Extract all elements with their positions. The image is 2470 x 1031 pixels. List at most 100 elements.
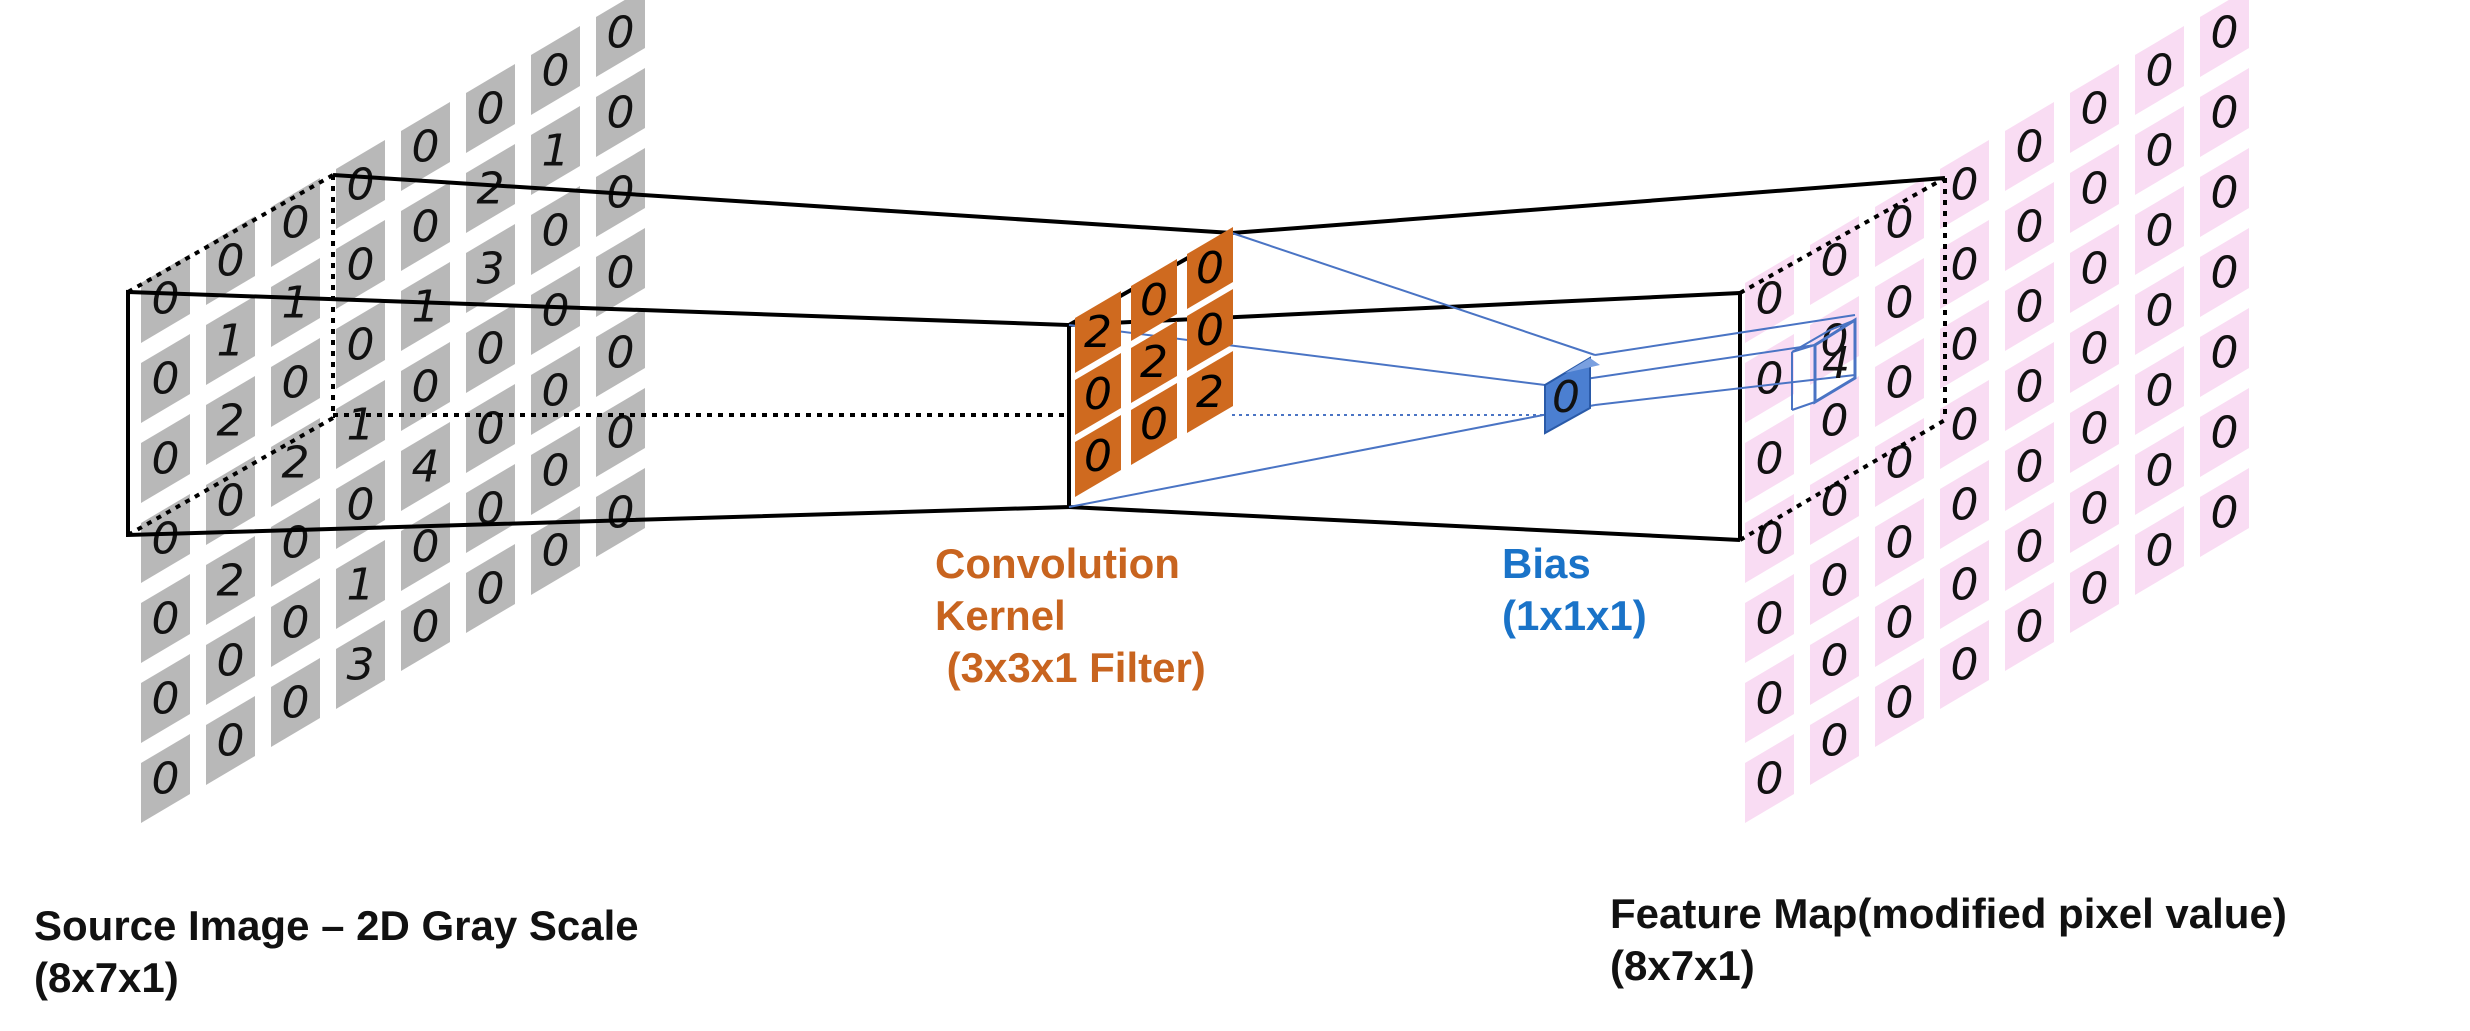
source-cell-bg xyxy=(401,422,450,511)
source-cell: 0 xyxy=(271,498,320,587)
source-cell-value: 0 xyxy=(347,480,375,531)
source-cell: 0 xyxy=(271,578,320,667)
source-cell-bg xyxy=(531,346,580,435)
source-cell-bg xyxy=(531,506,580,595)
kernel-cell-value: 0 xyxy=(1140,399,1168,450)
feature-cell-value: 0 xyxy=(2211,8,2239,59)
source-cell: 2 xyxy=(206,376,255,465)
source-cell: 0 xyxy=(206,696,255,785)
source-label-line-2: (8x7x1) xyxy=(34,954,179,1001)
feature-cell-value: 0 xyxy=(2146,366,2174,417)
feature-cell: 0 xyxy=(1940,140,1989,229)
feature-cell: 0 xyxy=(2005,262,2054,351)
kernel-cell-value: 0 xyxy=(1196,243,1224,294)
feature-cell: 0 xyxy=(2005,182,2054,271)
feature-top-line xyxy=(1231,176,1946,235)
feature-cell-value: 0 xyxy=(1756,674,1784,725)
source-cell: 1 xyxy=(531,106,580,195)
source-cell-bg xyxy=(336,380,385,469)
feature-cell-bg xyxy=(1940,140,1989,229)
source-cell: 0 xyxy=(531,266,580,355)
source-cell: 2 xyxy=(206,536,255,625)
output-value: 4 xyxy=(1822,338,1850,389)
kernel-cell-bg xyxy=(1187,227,1233,309)
feature-cell-bg xyxy=(1940,620,1989,709)
feature-cell-value: 0 xyxy=(1886,598,1914,649)
feature-cell: 0 xyxy=(1875,258,1924,347)
kernel-label-line-2: Kernel xyxy=(935,592,1066,639)
kernel-label: Convolution Kernel (3x3x1 Filter) xyxy=(935,538,1206,694)
feature-cell-bg xyxy=(2200,308,2249,397)
source-cell-value: 3 xyxy=(347,640,375,691)
source-cell-value: 0 xyxy=(477,84,505,135)
feature-cell-bg xyxy=(1810,616,1859,705)
source-cell: 0 xyxy=(466,544,515,633)
kernel-cell: 0 xyxy=(1131,259,1177,341)
feature-cell-value: 0 xyxy=(1756,594,1784,645)
source-cell: 0 xyxy=(466,304,515,393)
source-cell: 0 xyxy=(596,388,645,477)
source-cell: 0 xyxy=(206,216,255,305)
source-cell-bg xyxy=(401,182,450,271)
feature-cell-value: 0 xyxy=(2146,286,2174,337)
feature-cell-value: 0 xyxy=(2081,404,2109,455)
kernel-cell: 0 xyxy=(1131,383,1177,465)
feature-cell-bg xyxy=(2005,502,2054,591)
source-cell: 0 xyxy=(141,254,190,343)
source-cell-value: 1 xyxy=(542,126,570,177)
source-cell-bg xyxy=(531,26,580,115)
feature-cell-value: 0 xyxy=(1951,160,1979,211)
feature-cell-bg xyxy=(1940,540,1989,629)
feature-cell-value: 0 xyxy=(2081,484,2109,535)
kernel-cell-bg xyxy=(1075,291,1121,373)
source-cell: 0 xyxy=(531,426,580,515)
source-cell-value: 0 xyxy=(542,286,570,337)
feature-cell-value: 0 xyxy=(2016,122,2044,173)
kernel-label-line-3: (3x3x1 Filter) xyxy=(935,644,1206,691)
feature-cell-value: 0 xyxy=(1886,438,1914,489)
feature-cell: 0 xyxy=(2070,544,2119,633)
feature-cell-bg xyxy=(1940,220,1989,309)
feature-cell-value: 0 xyxy=(2016,522,2044,573)
feature-cell: 0 xyxy=(1810,376,1859,465)
connector-line xyxy=(1594,374,1856,406)
feature-cell-bg xyxy=(1875,178,1924,267)
source-cell: 0 xyxy=(141,574,190,663)
source-cell-value: 1 xyxy=(282,278,310,329)
kernel-cell: 2 xyxy=(1187,351,1233,433)
source-cell: 0 xyxy=(271,178,320,267)
source-image-grid: 0000000001100210020013000021000002004000… xyxy=(141,0,645,823)
feature-cell-value: 0 xyxy=(1821,236,1849,287)
kernel-cell: 0 xyxy=(1187,289,1233,371)
source-cell-bg xyxy=(141,654,190,743)
source-cell-value: 0 xyxy=(477,324,505,375)
feature-cell-value: 0 xyxy=(2211,408,2239,459)
feature-cell-value: 0 xyxy=(2016,442,2044,493)
kernel-cell-value: 2 xyxy=(1084,307,1112,358)
feature-cell: 0 xyxy=(1940,380,1989,469)
source-cell: 0 xyxy=(596,468,645,557)
source-cell: 4 xyxy=(401,422,450,511)
feature-cell-value: 0 xyxy=(1821,476,1849,527)
source-cell-value: 0 xyxy=(412,122,440,173)
kernel-cell-bg xyxy=(1075,353,1121,435)
feature-cell: 0 xyxy=(2005,102,2054,191)
feature-cell-value: 0 xyxy=(2146,206,2174,257)
feature-cell: 0 xyxy=(2135,266,2184,355)
feature-cell-bg xyxy=(2070,144,2119,233)
source-cell-value: 0 xyxy=(542,366,570,417)
source-cell: 0 xyxy=(466,464,515,553)
source-cell-value: 0 xyxy=(152,434,180,485)
source-cell: 3 xyxy=(466,224,515,313)
source-cell-bg xyxy=(271,338,320,427)
feature-cell: 0 xyxy=(1875,658,1924,747)
feature-cell: 0 xyxy=(2070,64,2119,153)
feature-cell-bg xyxy=(2005,262,2054,351)
source-cell: 0 xyxy=(141,414,190,503)
source-cell: 0 xyxy=(531,186,580,275)
output-cell-edge xyxy=(1791,401,1816,411)
source-cell-bg xyxy=(596,308,645,397)
source-cell-bg xyxy=(466,384,515,473)
feature-cell: 0 xyxy=(2200,148,2249,237)
source-cell-value: 0 xyxy=(152,514,180,565)
